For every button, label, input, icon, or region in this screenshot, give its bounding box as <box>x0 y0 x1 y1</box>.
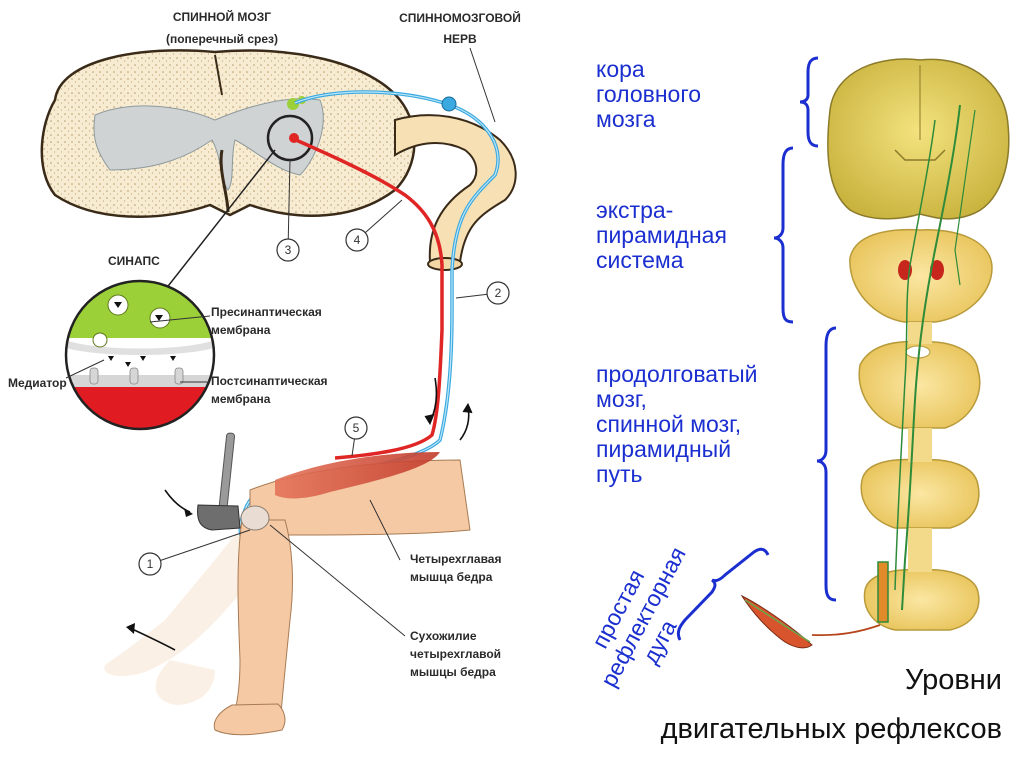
synapse-pointer-line <box>164 149 276 291</box>
bracket-reflex-arc <box>676 547 770 641</box>
reflex-arc-nerve-bundle <box>877 561 889 623</box>
neuron-body-green <box>287 98 299 110</box>
pyramidal-tract <box>901 104 961 611</box>
presynaptic-label-1: Пресинаптическая <box>211 305 322 319</box>
level-brackets <box>676 56 837 641</box>
ghost-leg-swing <box>104 535 262 676</box>
caption-line-1: Уровни <box>905 664 1002 696</box>
red-nucleus-right <box>930 260 944 280</box>
nerve-cut-end <box>427 257 463 271</box>
level-labels: кора головного мозга экстра- пирамидная … <box>587 56 758 691</box>
marker-3 <box>276 238 300 262</box>
brain-cortex-section <box>827 58 1010 220</box>
shin <box>231 519 293 726</box>
spinal-nerve-label-2: НЕРВ <box>443 32 477 46</box>
knee-cap <box>240 505 270 531</box>
extrapyramidal-label-2: пирамидная <box>596 222 727 248</box>
numbered-markers: 1 2 3 4 5 <box>138 159 510 576</box>
extrapyramidal-label-1: экстра- <box>596 197 673 223</box>
presynaptic-label-2: мембрана <box>211 323 271 337</box>
reflex-muscle <box>740 594 813 649</box>
spinal-cord-section <box>40 49 517 271</box>
marker-2-text: 2 <box>495 286 502 300</box>
reflex-arc-fibre <box>811 624 881 637</box>
left-labels: СПИННОЙ МОЗГ (поперечный срез) СПИННОМОЗ… <box>8 9 521 679</box>
ghost-foot <box>155 660 215 705</box>
synapse-magnified <box>64 149 276 431</box>
posterior-fissure <box>219 149 230 213</box>
marker-4-text: 4 <box>354 233 361 247</box>
synapse-label: СИНАПС <box>108 254 160 268</box>
synapse-circle-outline <box>64 279 216 431</box>
tendon-label-1: Сухожилие <box>410 629 477 643</box>
bracket-cortex <box>799 56 819 148</box>
spinal-cord-title: СПИННОЙ МОЗГ <box>173 9 271 24</box>
anterior-fissure <box>214 54 223 96</box>
reflex-hammer-head <box>197 504 241 531</box>
marker-1 <box>138 552 162 576</box>
extrapyramidal-tract <box>894 119 936 591</box>
muscle-label-2: мышца бедра <box>410 570 493 584</box>
presynaptic-terminal <box>66 281 214 338</box>
medulla-label-3: спинной мозг, <box>596 411 741 437</box>
spinal-cord-subtitle: (поперечный срез) <box>166 32 278 46</box>
hammer-motion-arrow <box>164 489 191 513</box>
cortex-label-1: кора <box>596 56 645 82</box>
grey-matter <box>93 98 324 191</box>
medulla-label-1: продолговатый <box>596 361 758 387</box>
midbrain-section <box>849 228 993 323</box>
tendon-label-2: четырехглавой <box>410 647 501 661</box>
marker-5-text: 5 <box>353 421 360 435</box>
medulla-label-4: пирамидный <box>596 436 731 462</box>
postsynaptic-label-1: Постсинаптическая <box>211 374 328 388</box>
extrapyramidal-label-3: система <box>596 247 684 273</box>
cns-levels-illustration <box>740 58 1010 649</box>
tendon-label-3: мышцы бедра <box>410 665 496 679</box>
postsynaptic-label-2: мембрана <box>211 392 271 406</box>
foot <box>213 703 286 736</box>
spinal-ganglion <box>441 96 457 112</box>
leg-illustration <box>104 432 471 736</box>
caption-line-2: двигательных рефлексов <box>660 713 1002 745</box>
motor-nerve-path <box>295 138 444 460</box>
marker-3-text: 3 <box>285 243 292 257</box>
reflex-hammer-handle <box>218 432 236 512</box>
spinal-nerve-label-1: СПИННОМОЗГОВОЙ <box>399 10 521 25</box>
marker-4 <box>345 228 369 252</box>
muscle-label-1: Четырехглавая <box>410 552 501 566</box>
bracket-extrapyramidal <box>773 146 794 324</box>
quadriceps-muscle <box>275 452 440 499</box>
medulla-label-5: путь <box>596 461 642 487</box>
medulla-section <box>858 340 981 429</box>
postsynaptic-region <box>66 385 214 429</box>
marker-1-text: 1 <box>147 557 154 571</box>
upper-spinal-segment <box>860 458 980 529</box>
cortex-label-3: мозга <box>596 106 656 132</box>
marker-2 <box>486 281 510 305</box>
marker-5 <box>344 416 368 440</box>
bracket-medulla <box>816 326 837 602</box>
mediator-label: Медиатор <box>8 376 67 390</box>
medulla-label-2: мозг, <box>596 386 647 412</box>
cortex-label-2: головного <box>596 81 701 107</box>
